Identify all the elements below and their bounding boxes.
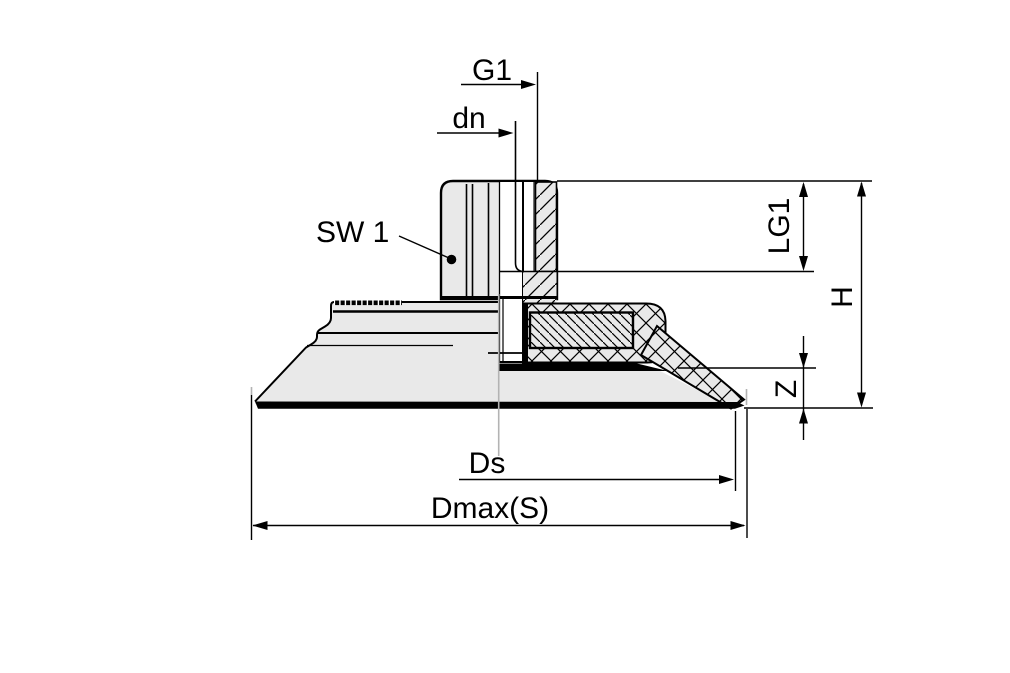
rubber-pinch-strip <box>523 304 528 362</box>
insert-ring-section <box>528 311 635 350</box>
arrow-dmax-left <box>252 521 268 530</box>
arrow-z-bottom <box>799 408 808 424</box>
cup-body-right-section <box>488 297 746 410</box>
arrow-h-top <box>857 181 866 197</box>
cup-body-left <box>254 300 498 404</box>
bottom-lip-edge <box>255 401 745 409</box>
arrow-ds <box>719 475 734 484</box>
arrow-dn <box>498 128 514 138</box>
leader-dot-sw <box>446 254 457 265</box>
nut-wall-section-hatch <box>534 181 558 273</box>
cup-left-outline <box>254 301 498 403</box>
thread-zone <box>523 182 535 271</box>
label-wrench-sw: SW 1 <box>316 216 389 249</box>
sealing-lip-section <box>499 363 668 371</box>
label-thread-g1: G1 <box>472 54 512 87</box>
label-stroke-z: Z <box>770 380 803 398</box>
label-nozzle-dn: dn <box>452 102 485 135</box>
dimension-labels: G1 dn SW 1 LG1 H Z Ds Dmax(S) <box>316 54 859 525</box>
leader-sw <box>398 235 450 259</box>
label-max-diameter-dmax: Dmax(S) <box>431 492 549 525</box>
label-suction-diameter-ds: Ds <box>469 447 506 480</box>
dimension-arrows <box>252 80 866 530</box>
label-height-h: H <box>826 286 859 308</box>
arrow-lg1-bottom <box>799 256 808 271</box>
arrow-lg1-top <box>799 182 808 197</box>
arrow-dmax-right <box>730 521 746 530</box>
arrow-z-top <box>799 353 808 368</box>
cup-left-fill <box>255 302 498 404</box>
arrow-g1 <box>521 80 536 89</box>
dimension-lines <box>250 72 873 540</box>
label-thread-length-lg1: LG1 <box>763 198 796 255</box>
arrow-h-bottom <box>857 392 866 408</box>
knurl-strip <box>334 300 402 306</box>
ext-dn-bore <box>514 121 524 273</box>
cup-under-surface <box>499 371 729 406</box>
hex-facet-lines <box>465 183 490 296</box>
